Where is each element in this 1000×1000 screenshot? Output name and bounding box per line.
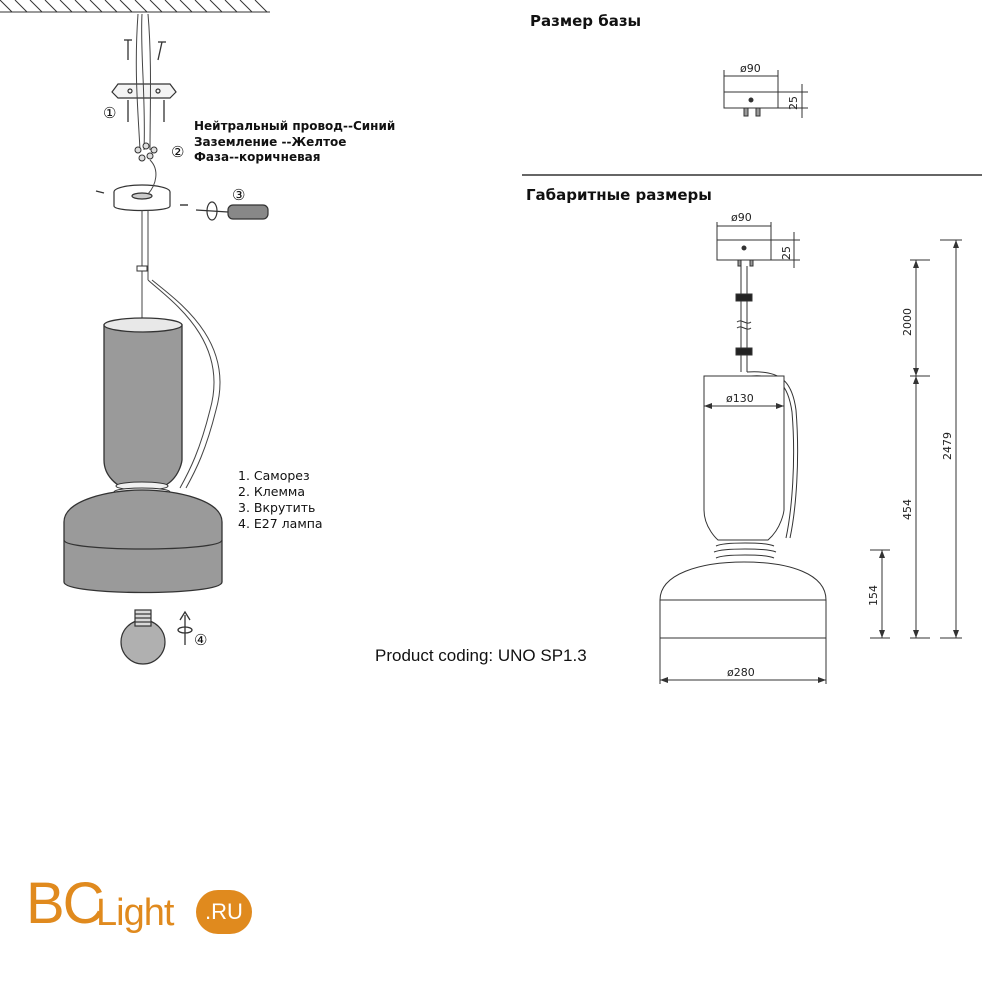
legend-item-4: 4. E27 лампа (238, 516, 323, 531)
product-coding: Product coding: UNO SP1.3 (375, 646, 587, 665)
wiring-phase: Фаза--коричневая (194, 150, 321, 164)
rotate-arrow-icon (177, 610, 193, 645)
logo-bc-text: BC (26, 871, 105, 936)
overall-size-title: Габаритные размеры (526, 186, 712, 204)
lamp-base (63, 489, 223, 594)
terminal-block-icon (134, 142, 158, 162)
base-size-title: Размер базы (530, 12, 642, 30)
lamp-shade (103, 317, 183, 487)
logo-light-text: Light (96, 892, 174, 934)
logo-ru-badge: .RU (196, 890, 252, 934)
legend-item-3: 3. Вкрутить (238, 500, 316, 515)
bulb-icon (120, 609, 166, 665)
step-marker-4: ④ (194, 632, 208, 649)
step-marker-3: ③ (232, 187, 246, 204)
step-marker-2: ② (171, 144, 185, 161)
legend-item-2: 2. Клемма (238, 484, 305, 499)
screw-icon (124, 39, 166, 122)
screwdriver-icon (195, 201, 269, 221)
wiring-ground: Заземление --Желтое (194, 135, 347, 149)
ceiling-hatch (0, 0, 270, 13)
legend-item-1: 1. Саморез (238, 468, 310, 483)
step-marker-1: ① (103, 105, 117, 122)
wiring-neutral: Нейтральный провод--Синий (194, 119, 396, 133)
canopy (113, 184, 171, 212)
supply-wires (135, 13, 151, 151)
